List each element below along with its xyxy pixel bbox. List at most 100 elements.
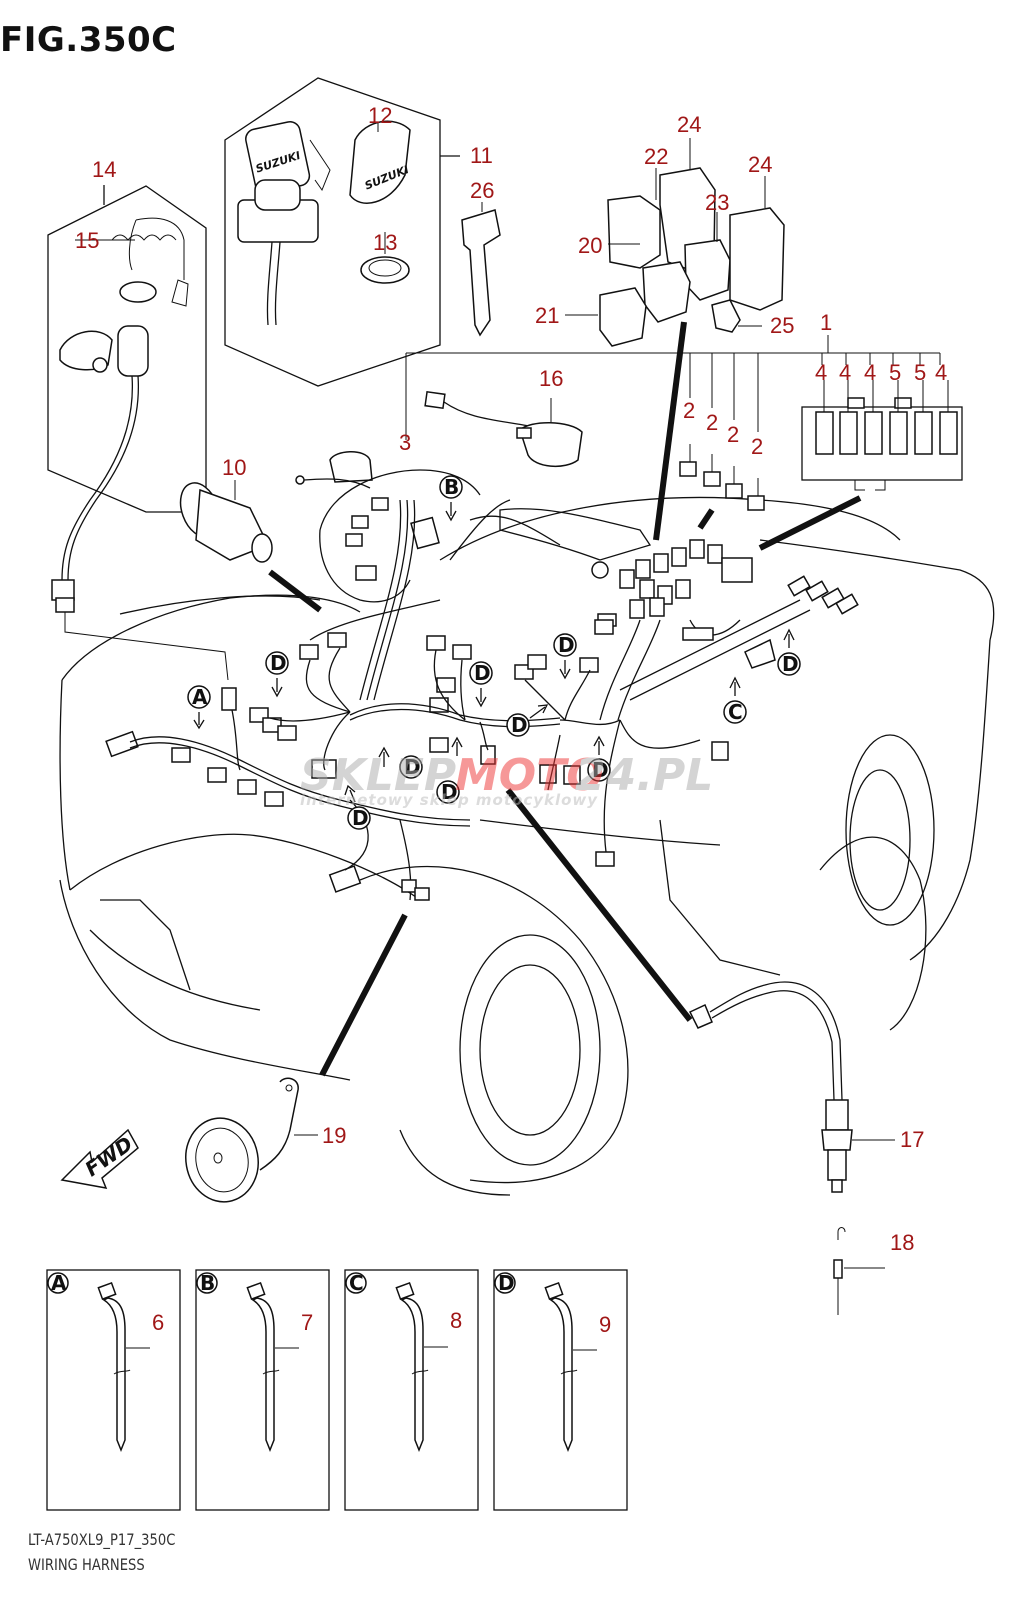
marker-d4: D [506, 704, 549, 737]
callout-5b: 5 [914, 360, 926, 385]
atv-body-outline [59, 496, 995, 1196]
callout-16: 16 [539, 366, 563, 391]
callout-21: 21 [535, 303, 559, 328]
marker-d-detail: D [494, 1271, 516, 1295]
svg-text:B: B [444, 475, 459, 499]
marker-d1: D [265, 651, 289, 698]
callout-4c: 4 [864, 360, 876, 385]
svg-text:D: D [441, 780, 458, 804]
leader-lines [268, 321, 862, 1077]
svg-text:D: D [782, 652, 799, 676]
callout-4a: 4 [815, 360, 827, 385]
marker-d2: D [469, 661, 493, 708]
marker-a-detail: A [47, 1271, 69, 1295]
callout-13: 13 [373, 230, 397, 255]
horn-part [185, 1077, 318, 1203]
svg-text:D: D [511, 713, 528, 737]
svg-text:D: D [592, 758, 609, 782]
marker-d9: D [777, 628, 801, 676]
svg-text:D: D [352, 806, 369, 830]
clamp-a [97, 1282, 131, 1453]
svg-text:C: C [728, 700, 743, 724]
marker-b: B [439, 475, 463, 522]
svg-text:A: A [51, 1271, 67, 1295]
watermark-part3: 24.PL [575, 750, 713, 801]
svg-text:D: D [404, 755, 421, 779]
callout-4d: 4 [935, 360, 947, 385]
fuse-box-group [405, 335, 963, 511]
svg-text:D: D [498, 1271, 515, 1295]
callout-15: 15 [75, 228, 99, 253]
detail-box-c [344, 1269, 479, 1511]
callout-7: 7 [301, 1310, 313, 1335]
clamp-b [246, 1282, 280, 1453]
engine-stop-switch-group [47, 185, 237, 711]
callout-4b: 4 [839, 360, 851, 385]
callout-25: 25 [770, 313, 794, 338]
callout-12: 12 [368, 103, 392, 128]
key-part [461, 202, 501, 337]
detail-box-b [195, 1269, 330, 1511]
svg-text:D: D [558, 633, 575, 657]
svg-text:D: D [474, 661, 491, 685]
callout-24a: 24 [677, 112, 701, 137]
fwd-arrow: FWD [60, 1128, 139, 1189]
detail-box-d [493, 1269, 628, 1511]
figure-name: WIRING HARNESS [28, 1555, 145, 1574]
callout-3: 3 [399, 430, 411, 455]
marker-d3: D [553, 633, 577, 680]
watermark: SKLEP MOTO 24.PL internetowy sklep motoc… [300, 750, 713, 809]
circled-markers: A B C D A B C D D D D D D D D D [47, 475, 801, 1295]
callout-26: 26 [470, 178, 494, 203]
power-socket-part [179, 480, 273, 563]
marker-d6: D [436, 736, 463, 804]
handlebar-switch-part [424, 390, 583, 467]
clamp-d [544, 1282, 578, 1453]
svg-text:C: C [349, 1271, 364, 1295]
sensor-part [688, 981, 895, 1315]
detail-box-a [46, 1269, 181, 1511]
marker-c: C [723, 676, 747, 724]
watermark-tagline: internetowy sklep motocyklowy [300, 791, 598, 809]
callout-18: 18 [890, 1230, 914, 1255]
clamp-c [395, 1282, 429, 1453]
callout-10: 10 [222, 455, 246, 480]
detail-boxes [46, 1269, 628, 1511]
svg-text:B: B [200, 1271, 215, 1295]
figure-title: FIG.350C [0, 20, 177, 60]
callout-2d: 2 [751, 434, 763, 459]
svg-text:A: A [192, 685, 208, 709]
callout-24b: 24 [748, 152, 772, 177]
callout-9: 9 [599, 1312, 611, 1337]
marker-a: A [187, 685, 211, 730]
callout-labels: 1 2 2 2 2 3 4 4 4 5 5 4 6 7 8 9 10 11 12… [75, 103, 947, 1337]
callout-23: 23 [705, 190, 729, 215]
callout-22: 22 [644, 144, 668, 169]
callout-8: 8 [450, 1308, 462, 1333]
callout-20: 20 [578, 233, 602, 258]
marker-c-detail: C [345, 1271, 367, 1295]
watermark-part2: MOTO [455, 750, 604, 801]
svg-text:D: D [270, 651, 287, 675]
callout-17: 17 [900, 1127, 924, 1152]
marker-d7: D [344, 784, 371, 830]
callout-6: 6 [152, 1310, 164, 1335]
watermark-part1: SKLEP [300, 750, 456, 801]
callout-5a: 5 [889, 360, 901, 385]
callout-2c: 2 [727, 422, 739, 447]
callout-1: 1 [820, 310, 832, 335]
callout-2a: 2 [683, 398, 695, 423]
marker-b-detail: B [196, 1271, 218, 1295]
callout-14: 14 [92, 157, 116, 182]
harness-wires [105, 451, 859, 901]
relay-group [565, 138, 785, 347]
callout-19: 19 [322, 1123, 346, 1148]
figure-code: LT-A750XL9_P17_350C [28, 1530, 176, 1549]
callout-11: 11 [470, 143, 493, 168]
marker-d8: D [587, 735, 611, 782]
callout-2b: 2 [706, 410, 718, 435]
marker-d5: D [378, 746, 423, 779]
ignition-switch-group: SUZUKI SUZUKI [224, 77, 460, 387]
